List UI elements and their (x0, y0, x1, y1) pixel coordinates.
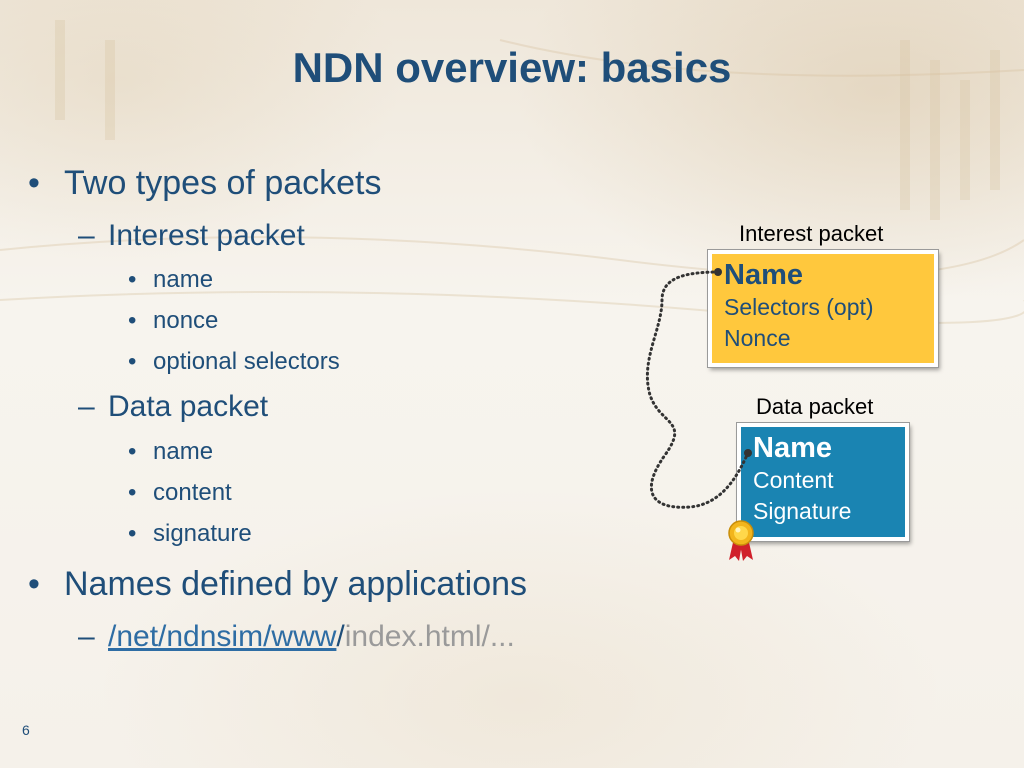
connector-dot-bottom (744, 449, 752, 457)
bullet-icon: • (128, 307, 137, 334)
connector-dot-top (714, 268, 722, 276)
url-link[interactable]: /net/ndnsim/www (108, 620, 337, 653)
bullet-two-types: Two types of packets (64, 164, 382, 202)
bullet-icon: • (128, 266, 137, 293)
page-number: 6 (22, 722, 30, 738)
item-data-content: content (153, 479, 232, 506)
bullet-icon: • (28, 164, 40, 202)
interest-packet-box: Name Selectors (opt) Nonce (708, 250, 938, 367)
item-interest-nonce: nonce (153, 307, 219, 334)
interest-box-name: Name (724, 259, 803, 291)
bullet-icon: • (128, 348, 137, 375)
ribbon-seal-icon (728, 520, 754, 561)
data-box-name: Name (753, 432, 832, 464)
bullet-icon: • (128, 438, 137, 465)
subbullet-data-packet: Data packet (108, 390, 269, 423)
item-interest-selectors: optional selectors (153, 348, 340, 375)
bullet-icon: • (28, 565, 40, 603)
subbullet-interest-packet: Interest packet (108, 219, 305, 252)
item-data-signature: signature (153, 520, 252, 547)
slide-title: NDN overview: basics (292, 44, 732, 91)
bullet-icon: • (128, 479, 137, 506)
bullet-icon: • (128, 520, 137, 547)
interest-box-nonce: Nonce (724, 325, 791, 351)
bullet-names-defined: Names defined by applications (64, 565, 528, 603)
url-rest: index.html/... (344, 620, 515, 653)
dash-icon: – (78, 620, 95, 653)
item-interest-name: name (153, 266, 214, 293)
url-separator: / (336, 620, 345, 653)
dash-icon: – (78, 390, 95, 423)
data-box-content: Content (753, 467, 834, 493)
interest-packet-caption: Interest packet (739, 221, 884, 246)
data-packet-box: Name Content Signature (737, 423, 909, 541)
dotted-connector (645, 270, 750, 509)
interest-box-selectors: Selectors (opt) (724, 294, 874, 320)
data-packet-caption: Data packet (756, 394, 874, 419)
dash-icon: – (78, 219, 95, 252)
example-url: /net/ndnsim/www/index.html/... (108, 620, 515, 654)
data-box-signature: Signature (753, 498, 852, 524)
item-data-name: name (153, 438, 214, 465)
